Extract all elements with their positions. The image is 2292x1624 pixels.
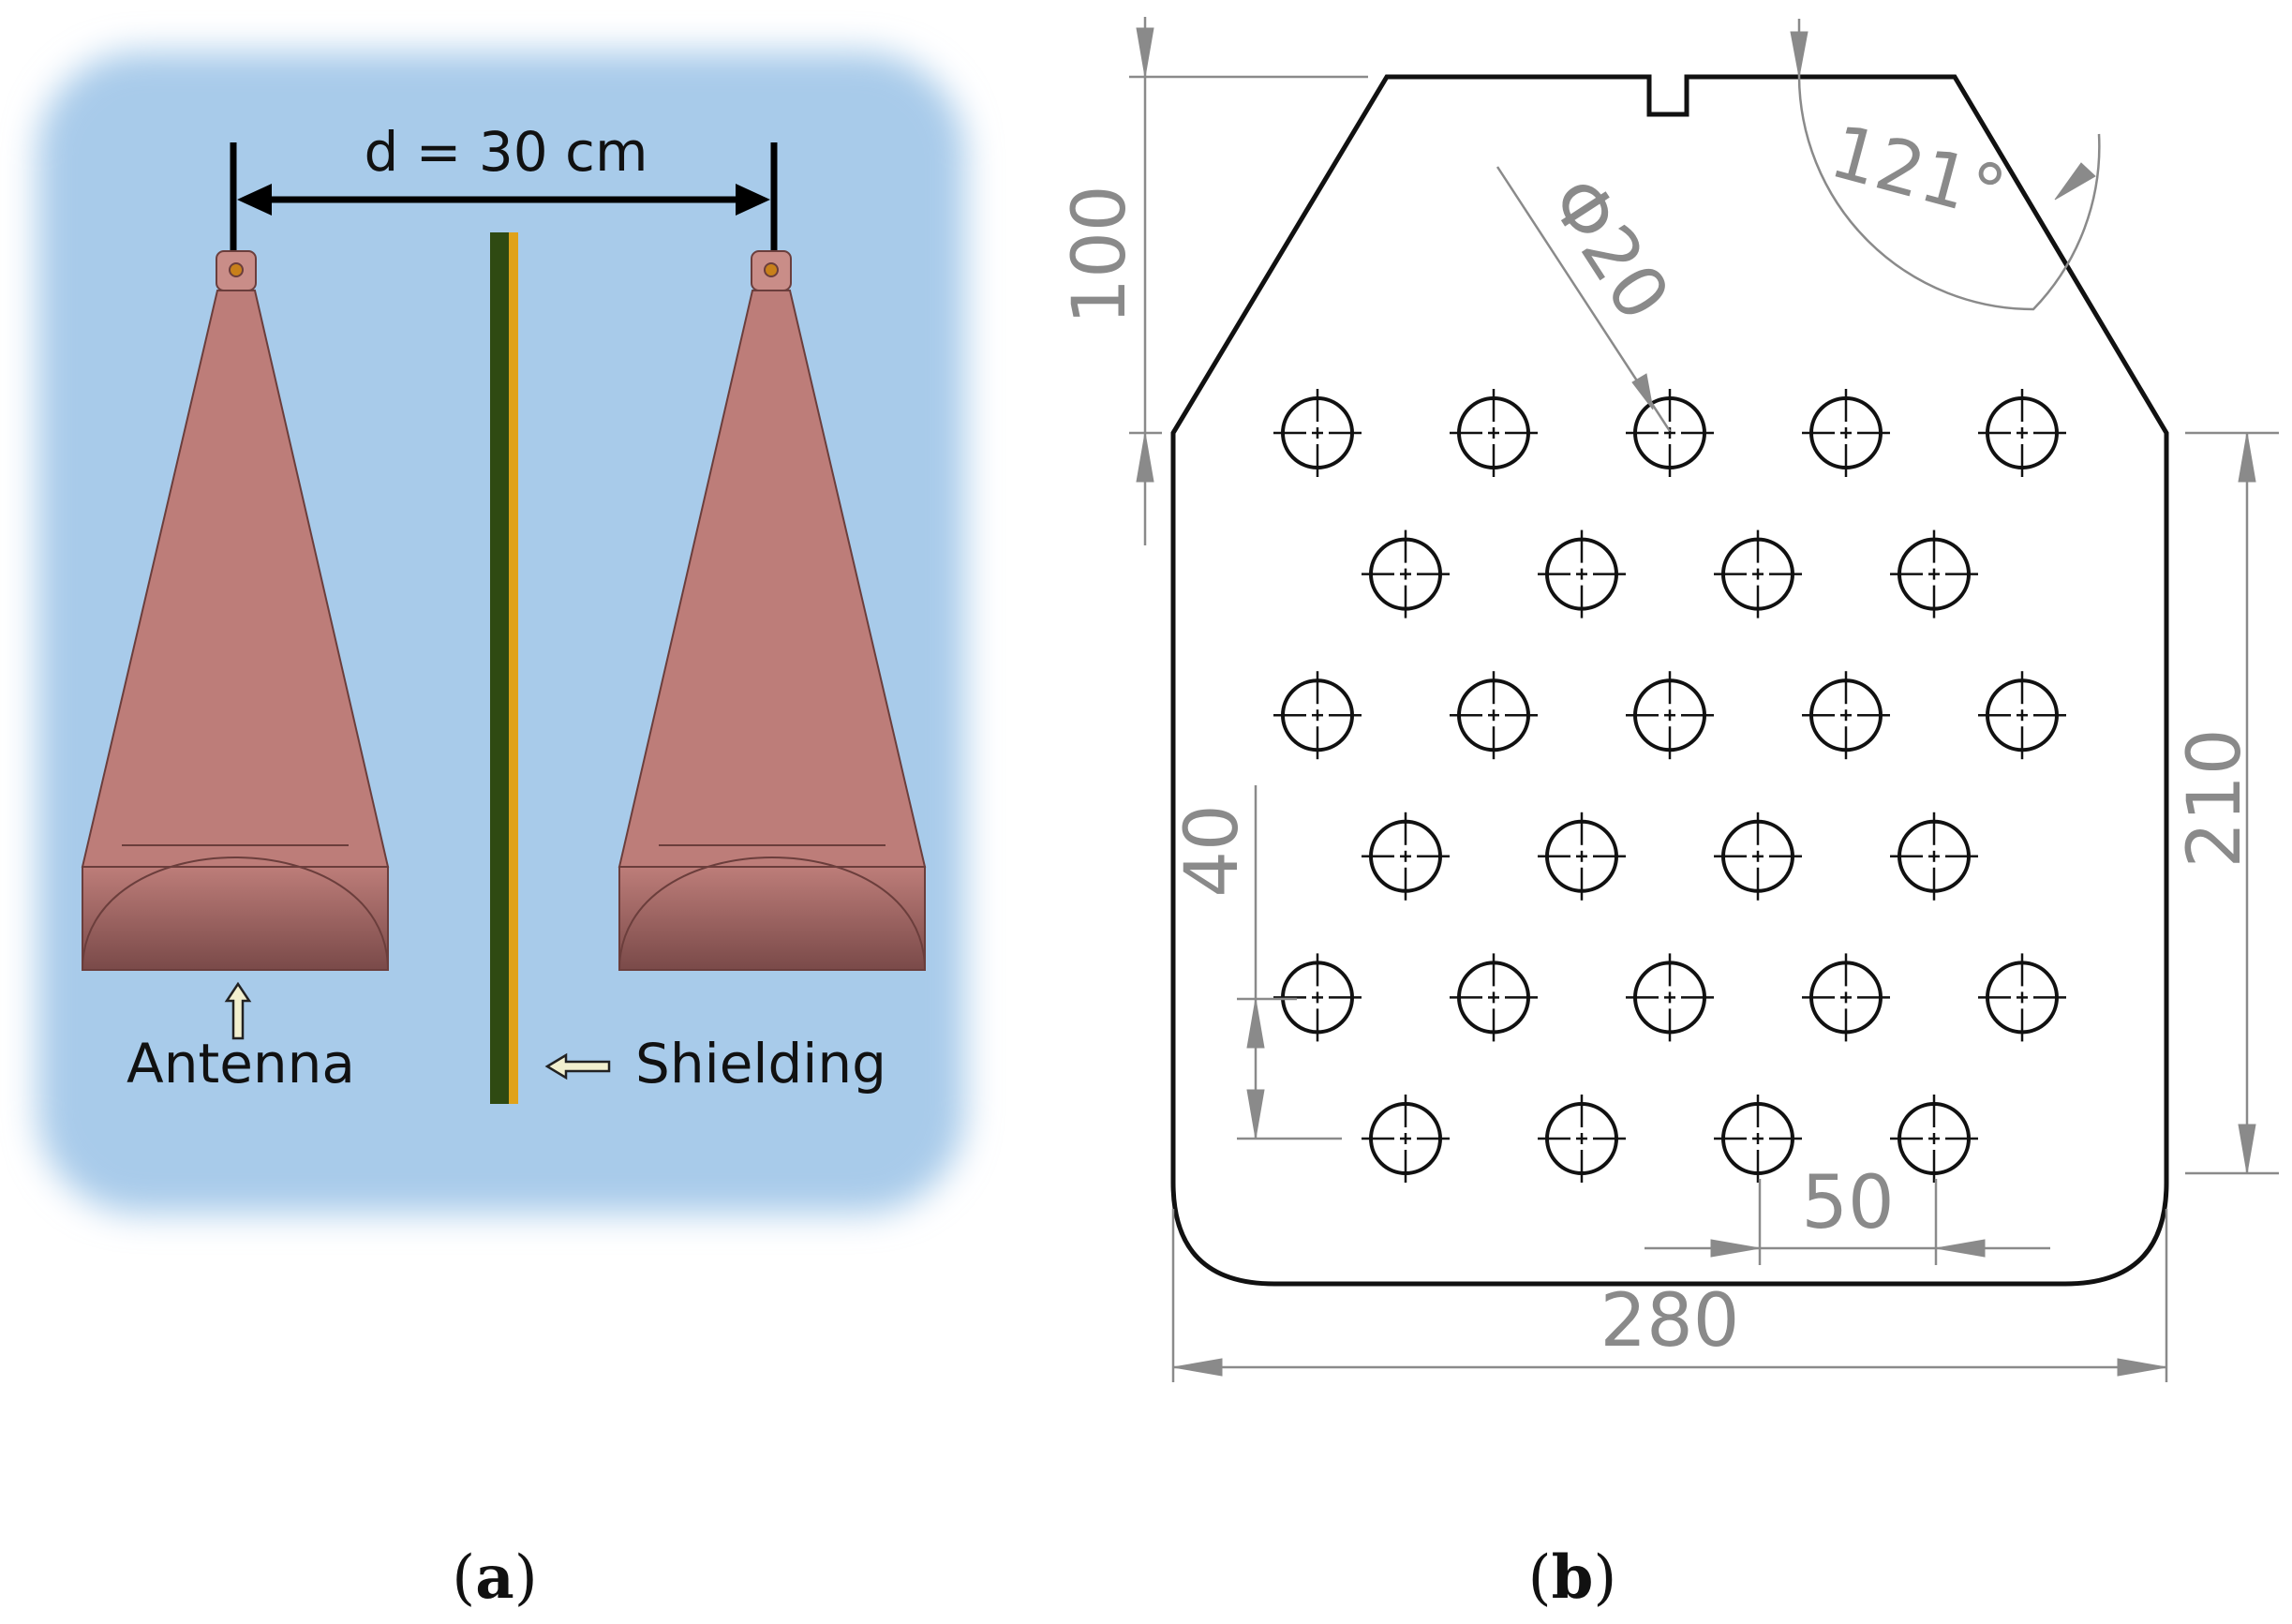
hole-icon [1362, 1095, 1450, 1183]
hole-icon [1890, 812, 1978, 901]
antenna-left [81, 250, 390, 971]
caption-a-letter: a [475, 1542, 513, 1613]
distance-dimension [230, 142, 778, 251]
dim-col-spacing [1645, 1179, 2050, 1265]
distance-label: d = 30 cm [365, 120, 648, 184]
dim-col-spacing-label: 50 [1801, 1161, 1894, 1245]
dim-hole-diameter-label: Φ20 [1532, 163, 1685, 335]
hole-icon [1626, 953, 1714, 1042]
hole-icon [1273, 953, 1362, 1042]
hole-icon [1626, 389, 1714, 477]
hole-icon [1450, 671, 1538, 760]
hole-icon [1978, 671, 2066, 760]
hole-icon [1362, 529, 1450, 618]
hole-icon [1273, 671, 1362, 760]
dim-row-spacing [1237, 785, 1342, 1140]
feed-point-icon [229, 262, 244, 277]
hole-icon [1626, 671, 1714, 760]
caption-a: (a) [452, 1542, 537, 1613]
hole-icon [1978, 953, 2066, 1042]
hole-icon [1450, 389, 1538, 477]
hole-icon [1538, 529, 1626, 618]
plate-outline [1170, 74, 2169, 1287]
panel-b: 100 Φ20 121° 210 [1058, 17, 2279, 1613]
hole-icon [1890, 1095, 1978, 1183]
dim-side-height-label: 210 [2173, 729, 2257, 869]
dim-row-spacing-label: 40 [1170, 804, 1255, 897]
hole-icon [1714, 1095, 1802, 1183]
shielding-sheet [490, 232, 518, 1104]
hole-icon [1273, 389, 1362, 477]
hole-icon [1802, 953, 1890, 1042]
hole-icon [1714, 812, 1802, 901]
hole-icon [1538, 812, 1626, 901]
feed-point-icon [764, 262, 779, 277]
arrow-up-icon [224, 981, 252, 1040]
caption-b-letter: b [1552, 1542, 1594, 1613]
antenna-label: Antenna [127, 1032, 355, 1095]
dim-width-label: 280 [1600, 1279, 1740, 1363]
hole-icon [1450, 953, 1538, 1042]
dim-hole-diameter [1496, 166, 1672, 432]
hole-icon [1978, 389, 2066, 477]
arrow-left-icon [544, 1052, 611, 1080]
antenna-right [618, 250, 927, 971]
hole-icon [1362, 812, 1450, 901]
caption-b: (b) [1528, 1542, 1617, 1613]
dim-top-height-label: 100 [1058, 186, 1142, 325]
hole-icon [1890, 529, 1978, 618]
dim-top-height [1129, 17, 1368, 545]
hole-icon [1538, 1095, 1626, 1183]
dim-angle [1790, 19, 2101, 311]
hole-grid [1273, 389, 2066, 1183]
panel-a: d = 30 cm Antenna Shield [37, 52, 965, 1613]
hole-icon [1802, 389, 1890, 477]
shielding-label: Shielding [635, 1032, 886, 1095]
dim-width [1171, 1209, 2168, 1382]
hole-icon [1714, 529, 1802, 618]
dim-side-height [2185, 431, 2279, 1175]
hole-icon [1802, 671, 1890, 760]
